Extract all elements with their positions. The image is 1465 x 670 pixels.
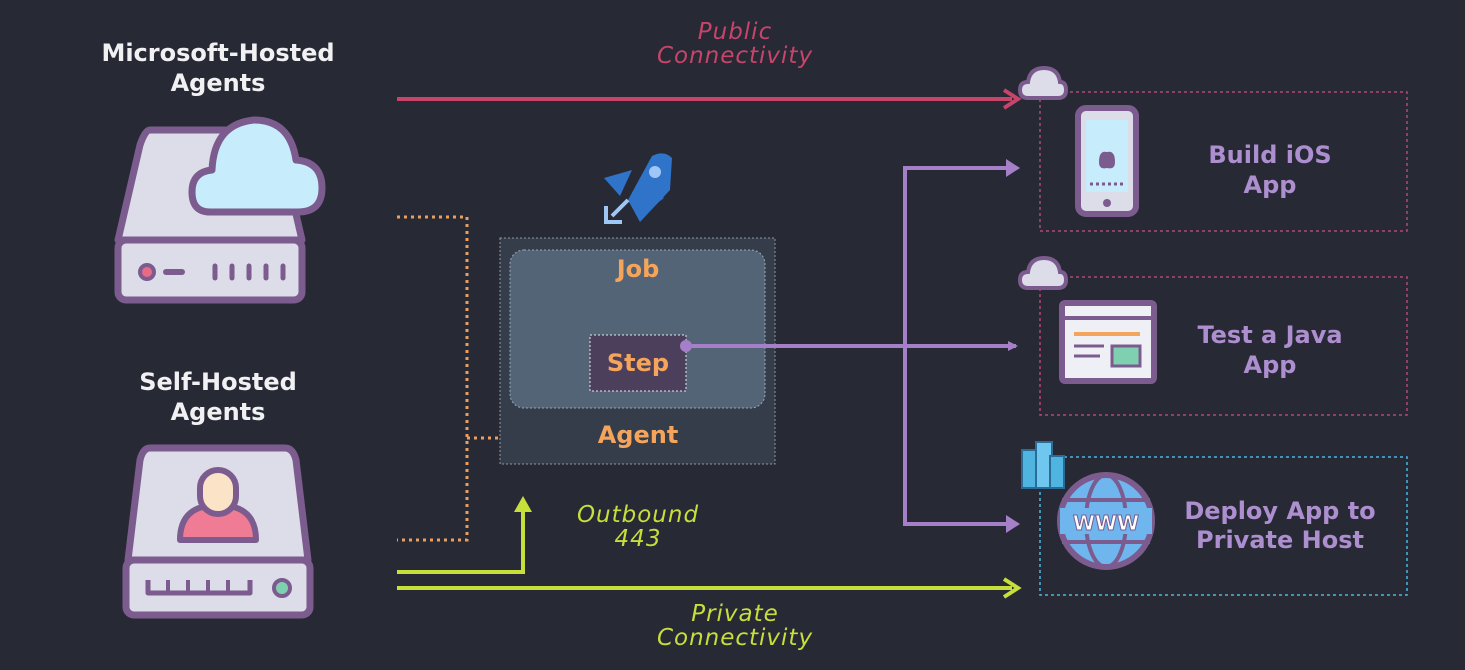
cloud-icon [1017,255,1069,290]
user-icon [177,467,259,543]
target-label-private-host: Deploy App to Private Host [1184,497,1376,554]
self-hosted-agents-label: Self-Hosted Agents [139,368,297,426]
agent-label: Agent [597,421,679,449]
target-box-ios [1039,91,1408,232]
phone-icon [1075,105,1139,217]
svg-text:WWW: WWW [1073,511,1139,535]
public-connectivity-label: Public Connectivity [656,19,814,70]
job-label: Job [616,255,660,283]
target-label-java: Test a Java App [1197,321,1343,379]
microsoft-hosted-agents-label: Microsoft-Hosted Agents [101,39,335,97]
azure-pipelines-icon [604,153,672,224]
browser-window-icon [1059,300,1157,384]
target-label-ios: Build iOS App [1208,141,1332,199]
step-box [589,334,687,392]
cloud-icon [188,116,326,216]
public-connectivity-arrow [397,88,1022,110]
private-connectivity-label: Private Connectivity [656,601,814,652]
job-box [509,249,766,409]
step-label: Step [606,349,670,377]
step-output-arrows [680,159,1020,533]
globe-icon: WWW [1057,472,1155,570]
building-icon [1021,441,1065,489]
private-connectivity-arrow [397,496,1022,599]
outbound-443-label: Outbound 443 [576,502,700,553]
cloud-icon [1017,65,1069,100]
